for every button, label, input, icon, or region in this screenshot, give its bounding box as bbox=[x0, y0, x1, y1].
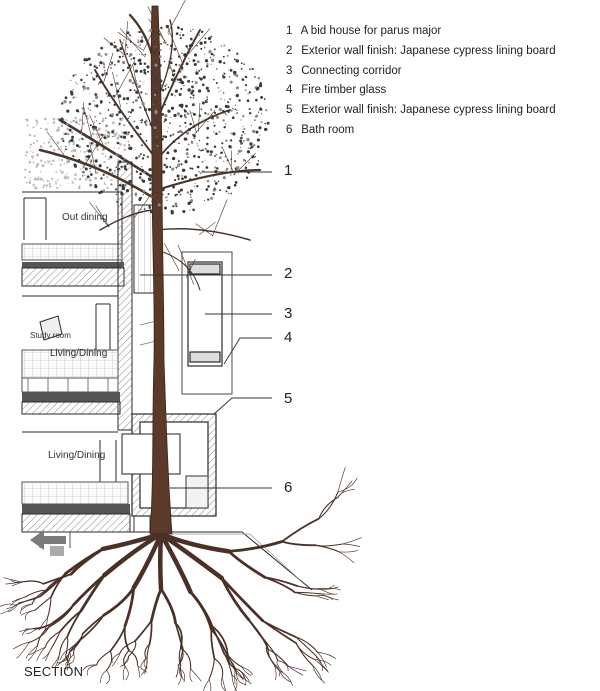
leader-lines bbox=[140, 171, 272, 489]
callout-4: 4 bbox=[284, 329, 293, 346]
room-label-living-dining-upper: Living/Dining bbox=[50, 348, 108, 359]
legend-list: 1 A bid house for parus major 2 Exterior… bbox=[286, 22, 556, 141]
exit-arrow-icon bbox=[30, 530, 66, 556]
legend-item-3: 3 Connecting corridor bbox=[286, 64, 402, 77]
leader-5 bbox=[213, 397, 272, 415]
legend-item-2: 2 Exterior wall finish: Japanese cypress… bbox=[286, 44, 556, 57]
callout-1: 1 bbox=[284, 162, 293, 179]
callout-3: 3 bbox=[284, 305, 293, 322]
legend-item-1: 1 A bid house for parus major bbox=[286, 25, 442, 37]
room-label-study-room: Study room bbox=[30, 331, 71, 340]
bath-room-box bbox=[121, 413, 217, 532]
tree-foliage bbox=[60, 24, 270, 215]
legend-item-5: 5 Exterior wall finish: Japanese cypress… bbox=[286, 104, 556, 117]
lower-floor bbox=[21, 431, 131, 548]
exterior-wall bbox=[117, 161, 133, 431]
callout-5: 5 bbox=[284, 390, 293, 407]
legend-item-4: 4 Fire timber glass bbox=[286, 84, 387, 97]
tree-roots bbox=[0, 466, 362, 691]
tree-trunk bbox=[149, 5, 173, 535]
upper-floor bbox=[21, 191, 125, 287]
leader-4 bbox=[223, 337, 272, 365]
section-title: SECTION bbox=[24, 664, 84, 679]
callout-2: 2 bbox=[284, 265, 293, 282]
room-label-living-dining-lower: Living/Dining bbox=[48, 450, 106, 461]
callout-6: 6 bbox=[284, 479, 293, 496]
room-label-out-dining: Out dining bbox=[62, 212, 108, 223]
middle-floor bbox=[21, 295, 121, 415]
legend-item-6: 6 Bath room bbox=[286, 123, 355, 136]
